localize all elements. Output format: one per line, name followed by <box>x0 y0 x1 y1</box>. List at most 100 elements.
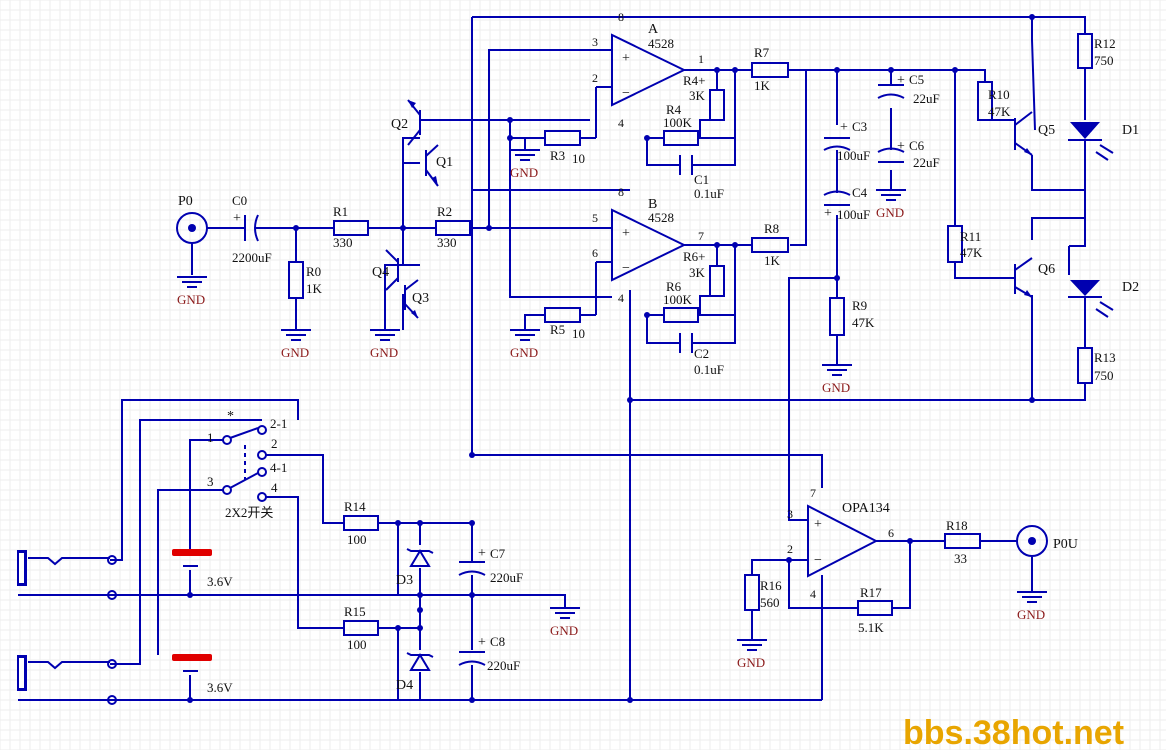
r14-value: 100 <box>347 532 367 547</box>
r3-name: R3 <box>550 148 565 163</box>
ground-label-r9: GND <box>822 380 850 395</box>
r9-name: R9 <box>852 298 867 313</box>
q2-label: Q2 <box>391 117 408 132</box>
opamp-b-part: 4528 <box>648 210 674 225</box>
opamp-a-pin4: 4 <box>618 116 624 130</box>
c4-plus: + <box>824 206 832 221</box>
r13-name: R13 <box>1094 350 1116 365</box>
d3-label: D3 <box>396 573 413 588</box>
r8-name: R8 <box>764 221 779 236</box>
opamp-a: + − A 4528 3 2 1 8 4 <box>592 10 704 130</box>
c8-value: 220uF <box>487 658 520 673</box>
c0-name: C0 <box>232 193 247 208</box>
opamp-b: + − B 4528 5 6 7 8 4 <box>592 185 704 305</box>
ground-p0: GND <box>177 276 207 307</box>
r4p-value: 3K <box>689 88 706 103</box>
ground-label-p0u: GND <box>1017 607 1045 622</box>
opamp-b-pin8: 8 <box>618 185 624 199</box>
wires <box>18 16 1086 701</box>
battery-2-label: 3.6V <box>207 680 233 695</box>
r3-value: 10 <box>572 151 585 166</box>
batteries: 3.6V 3.6V <box>172 549 233 695</box>
switch-pin-3: 3 <box>207 474 214 489</box>
q4-label: Q4 <box>372 265 389 280</box>
ground-symbols: GND GND GND GND GND GND GND GND GND GND <box>177 149 1047 670</box>
p0-label: P0 <box>178 194 193 209</box>
ground-label-r16: GND <box>737 655 765 670</box>
switch-pin-1: 1 <box>207 430 214 445</box>
c7-name: C7 <box>490 546 506 561</box>
r6-value: 100K <box>663 292 693 307</box>
q6-label: Q6 <box>1038 262 1055 277</box>
q1-label: Q1 <box>436 155 453 170</box>
ground-label-r5: GND <box>510 345 538 360</box>
ground-label-q3: GND <box>370 345 398 360</box>
opamp-b-pin4: 4 <box>618 291 624 305</box>
switch-2x2: * 1 2 3 4 2-1 4-1 2X2开关 <box>207 409 287 520</box>
c6-name: C6 <box>909 138 925 153</box>
junctions <box>187 14 1035 703</box>
opamp-a-plus: + <box>622 51 630 66</box>
c8-name: C8 <box>490 634 505 649</box>
ground-label-p0: GND <box>177 292 205 307</box>
p0u-label: P0U <box>1053 537 1078 552</box>
r1-value: 330 <box>333 235 353 250</box>
r7-value: 1K <box>754 78 771 93</box>
r18-value: 33 <box>954 551 967 566</box>
opamp-c-pin3: 3 <box>787 507 793 521</box>
d2-label: D2 <box>1122 280 1139 295</box>
r8-value: 1K <box>764 253 781 268</box>
r6-name: R6 <box>666 279 682 294</box>
ports: P0 P0U <box>176 194 1078 557</box>
opamp-c-pin2: 2 <box>787 542 793 556</box>
c2-name: C2 <box>694 346 709 361</box>
switch-pin-4: 4 <box>271 480 278 495</box>
opamp-a-part: 4528 <box>648 36 674 51</box>
opamp-b-pin6: 6 <box>592 246 598 260</box>
c1-value: 0.1uF <box>694 186 724 201</box>
c7-plus: + <box>478 546 486 561</box>
r11-value: 47K <box>960 245 983 260</box>
ground-r3: GND <box>510 149 540 180</box>
r7-name: R7 <box>754 45 770 60</box>
opamp-b-name: B <box>648 197 657 212</box>
ground-label-r0: GND <box>281 345 309 360</box>
c3-plus: + <box>840 120 848 135</box>
r13-value: 750 <box>1094 368 1114 383</box>
opamp-c-minus: − <box>814 553 822 568</box>
opamp-c-plus: + <box>814 517 822 532</box>
r2-value: 330 <box>437 235 457 250</box>
r14-name: R14 <box>344 499 366 514</box>
diodes: D1 D2 D3 D4 <box>396 122 1139 693</box>
opamp-opa134: + − OPA134 3 2 6 7 4 <box>787 486 894 601</box>
opamp-a-pin1: 1 <box>698 52 704 66</box>
c5-plus: + <box>897 73 905 88</box>
opamp-b-pin5: 5 <box>592 211 598 225</box>
opamp-c-name: OPA134 <box>842 501 890 516</box>
r6p-value: 3K <box>689 265 706 280</box>
c5-name: C5 <box>909 72 924 87</box>
switch-pin-4-1: 4-1 <box>270 460 287 475</box>
c7-value: 220uF <box>490 570 523 585</box>
c0-value: 2200uF <box>232 250 272 265</box>
c6-plus: + <box>897 139 905 154</box>
opamp-b-minus: − <box>622 261 630 276</box>
ground-r9: GND <box>822 364 852 395</box>
c0-plus: + <box>233 211 241 226</box>
r15-name: R15 <box>344 604 366 619</box>
ground-p0u: GND <box>1017 591 1047 622</box>
watermark: bbs.38hot.net <box>903 714 1124 750</box>
r4-name: R4 <box>666 102 682 117</box>
r12-value: 750 <box>1094 53 1114 68</box>
switch-star: * <box>227 409 234 424</box>
c2-value: 0.1uF <box>694 362 724 377</box>
opamp-c-pin6: 6 <box>888 526 894 540</box>
r1-name: R1 <box>333 204 348 219</box>
ground-c7: GND <box>550 607 580 638</box>
opamp-a-pin8: 8 <box>618 10 624 24</box>
ground-c6: GND <box>876 189 906 220</box>
ground-label-r3: GND <box>510 165 538 180</box>
opamp-a-pin3: 3 <box>592 35 598 49</box>
ground-q3: GND <box>370 329 400 360</box>
